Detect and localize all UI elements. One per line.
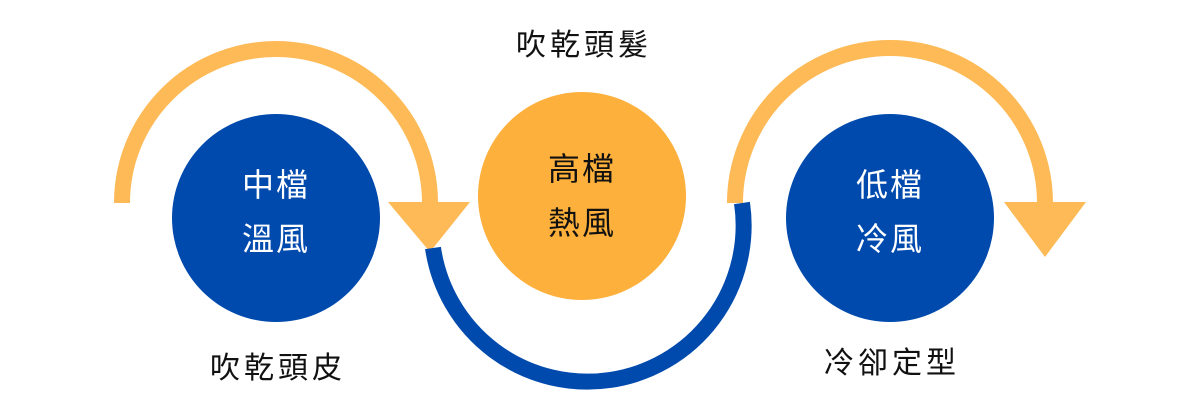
circle-medium — [172, 114, 380, 322]
circle-medium-line1: 中檔 — [241, 166, 311, 204]
arrow-head-left — [388, 202, 470, 252]
circle-low-line2: 冷風 — [855, 220, 925, 258]
circle-medium-text: 中檔 溫風 — [242, 158, 310, 266]
circle-high — [478, 92, 686, 300]
circle-low-line1: 低檔 — [855, 166, 925, 204]
circle-medium-line2: 溫風 — [241, 220, 311, 258]
arc-bottom — [425, 201, 752, 390]
arrow-head-right — [1004, 202, 1086, 257]
label-top: 吹乾頭髮 — [516, 28, 652, 63]
label-bottom-right: 冷卻定型 — [824, 346, 960, 381]
circle-high-text: 高檔 熱風 — [548, 142, 616, 250]
circle-low — [786, 114, 994, 322]
arc-left — [114, 41, 438, 204]
label-bottom-left: 吹乾頭皮 — [210, 351, 346, 386]
circle-low-text: 低檔 冷風 — [856, 158, 924, 266]
circle-high-line2: 熱風 — [547, 204, 617, 242]
circle-high-line1: 高檔 — [547, 150, 617, 188]
arc-right — [727, 40, 1053, 204]
